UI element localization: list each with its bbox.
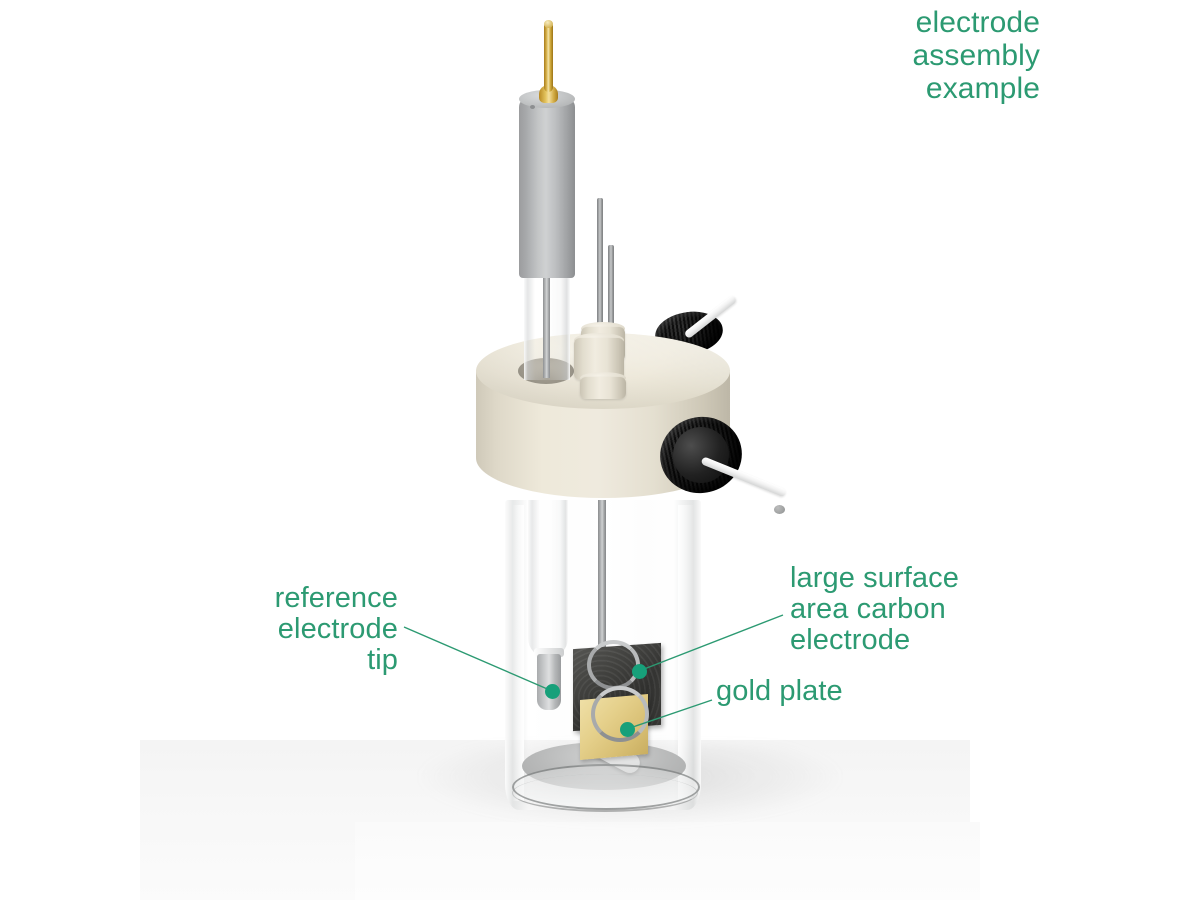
annotation-reference-electrode-tip: reference electrode tip [274, 582, 398, 676]
working-electrode-stem [598, 500, 606, 652]
reference-electrode-lower-glass [528, 500, 568, 658]
marker-dot-carbon-electrode [632, 664, 647, 679]
glass-highlight-left [512, 505, 524, 801]
marker-dot-reference-electrode-tip [545, 684, 560, 699]
gold-pin-tip [544, 20, 553, 28]
gold-pin-ferrule [539, 85, 558, 103]
cell-bottom-rim-outer [512, 774, 698, 812]
bench-surface-front [355, 822, 980, 900]
electrode-wire-loop-upper [587, 640, 640, 690]
page-title: electrode assembly example [912, 6, 1040, 105]
electrode-wire-loop-lower [591, 686, 649, 742]
gold-pin-connector [544, 22, 553, 92]
reference-electrode-vent-hole [530, 105, 535, 109]
ferrule-lower [580, 377, 626, 399]
annotation-gold-plate: gold plate [716, 675, 843, 707]
reference-electrode-body [519, 98, 575, 278]
reference-electrode-internal-rod [543, 268, 550, 378]
gas-tube-front-tip [774, 505, 785, 514]
electrode-contact-pin-short [608, 245, 614, 375]
marker-dot-gold-plate [620, 722, 635, 737]
electrode-contact-pin-tall [597, 198, 603, 360]
annotation-carbon-electrode: large surface area carbon electrode [790, 562, 959, 656]
reference-electrode-tip-frit [537, 654, 561, 710]
